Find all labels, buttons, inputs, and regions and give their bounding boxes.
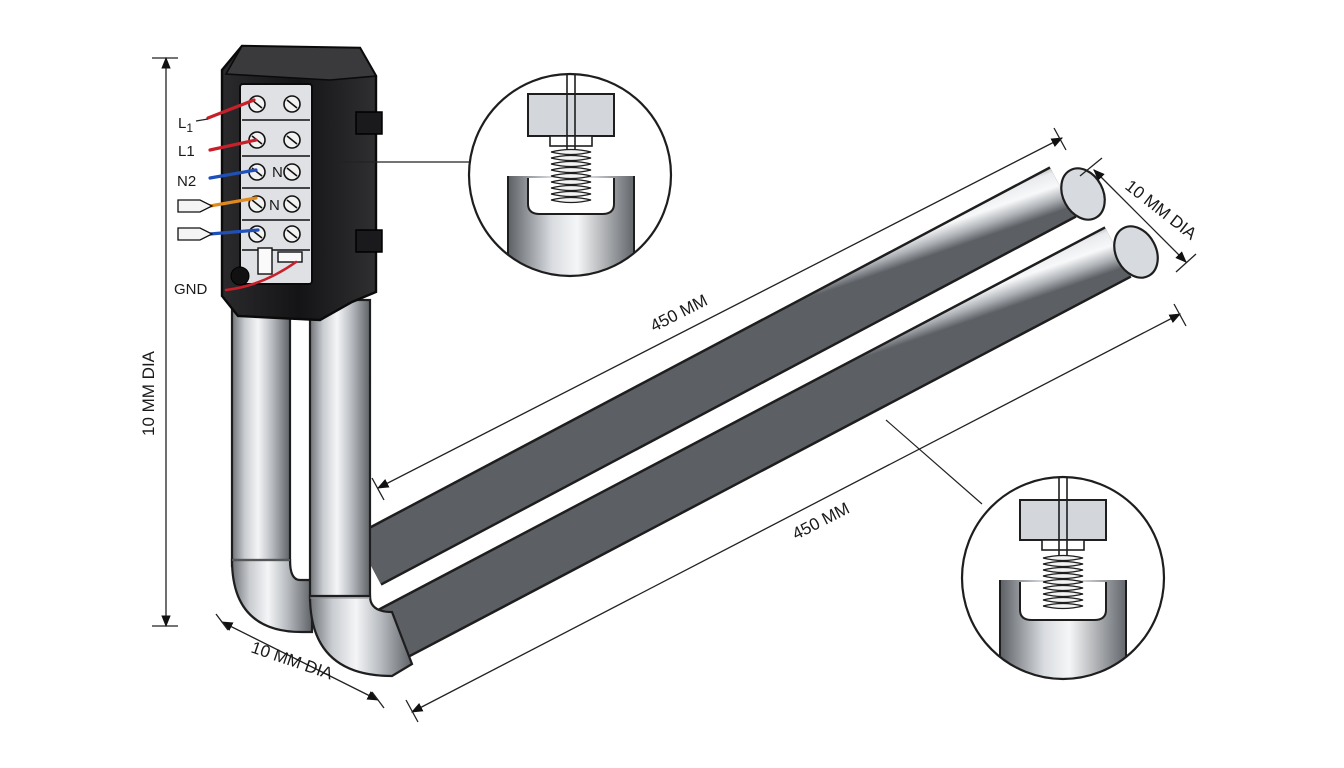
coil-turn: [1042, 554, 1084, 562]
label-n2: N2: [177, 173, 196, 190]
wire-blue-lower: [208, 228, 260, 236]
wire-orange: [208, 196, 258, 208]
coil-turn: [550, 184, 592, 192]
wire-n2: [208, 168, 258, 180]
coil-turn: [550, 172, 592, 180]
wire-gnd: [224, 260, 298, 292]
coil-turn: [1042, 566, 1084, 574]
coil-turn: [550, 160, 592, 168]
svg-text:L1: L1: [178, 115, 193, 135]
coil-turn: [550, 166, 592, 174]
detail-view-lower: [885, 419, 1166, 681]
terminal-labels: L1 L1 N2 GND: [174, 115, 209, 298]
screw-slot: [251, 199, 263, 209]
wire-l1-second: [208, 138, 258, 152]
mounting-tab-upper: [355, 111, 383, 135]
screw-slot: [286, 199, 298, 209]
label-l1-top-sub: 1: [186, 121, 193, 135]
coil-turn: [1042, 590, 1084, 598]
dimension-vertical: 10 MM DIA: [139, 56, 178, 628]
screw-slot: [286, 99, 298, 109]
spade-connector-upper: [177, 199, 214, 213]
wiring: [177, 98, 298, 292]
coil-turn: [1042, 578, 1084, 586]
label-gnd: GND: [174, 281, 208, 298]
coil-turn: [1042, 560, 1084, 568]
dim-upper-length-label: 450 MM: [647, 291, 710, 336]
wire-l1-top: [206, 98, 256, 120]
detail-view-upper: [340, 72, 673, 278]
coil-turn: [1042, 602, 1084, 610]
screw-slot: [286, 135, 298, 145]
screw-slot: [286, 229, 298, 239]
coil-turn: [1042, 584, 1084, 592]
terminal-marking-n-upper: N: [272, 164, 283, 181]
terminal-marking-n-lower: N: [269, 197, 280, 214]
coil-turn: [550, 190, 592, 198]
coil-turn: [1042, 572, 1084, 580]
coil-turn: [550, 196, 592, 204]
terminal-block: N N: [230, 95, 310, 286]
screw-slot: [286, 167, 298, 177]
dim-lower-length-label: 450 MM: [789, 499, 852, 544]
coil-turn: [550, 154, 592, 162]
spade-connector-lower: [177, 227, 214, 241]
dim-vertical-label: 10 MM DIA: [139, 350, 158, 436]
coil-turn: [550, 178, 592, 186]
coil-turn: [1042, 596, 1084, 604]
coil-turn: [550, 148, 592, 156]
label-l1-top: L: [178, 115, 186, 132]
label-l1-second: L1: [178, 143, 195, 160]
mounting-tab-lower: [355, 229, 383, 253]
tube-back-vertical: [230, 294, 314, 634]
